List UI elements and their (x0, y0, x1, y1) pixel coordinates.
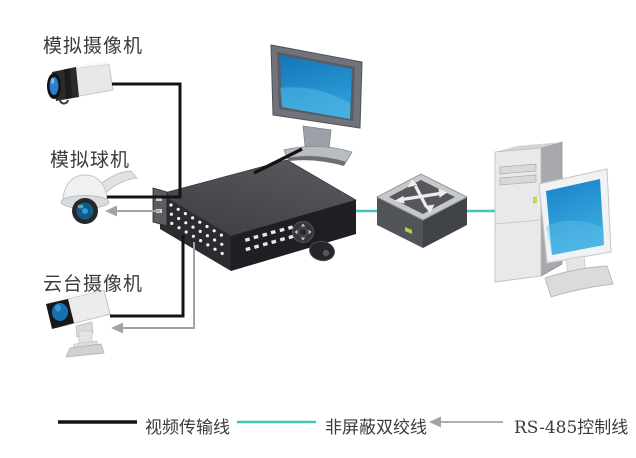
rs485-line-ptz (122, 242, 195, 329)
dome-housing (62, 174, 108, 203)
legend-swatches (58, 416, 503, 428)
legend-label-video: 视频传输线 (145, 418, 230, 438)
ptz-camera-icon (46, 286, 111, 358)
legend-label-utp: 非屏蔽双绞线 (325, 418, 427, 438)
box-camera-icon (47, 61, 114, 105)
label-ptz-camera: 云台摄像机 (43, 273, 144, 295)
ptz-base (65, 343, 105, 358)
video-line-ptz (110, 235, 185, 318)
video-line-box-camera (112, 82, 182, 197)
switch-led (405, 227, 412, 234)
pc-led (533, 196, 537, 204)
pc-monitor-base (544, 265, 614, 298)
video-line-monitor (253, 147, 303, 175)
rs485-lines (105, 205, 195, 334)
dvr-left-face (160, 194, 231, 271)
dome-camera-icon (60, 170, 138, 224)
monitor-icon (270, 44, 363, 166)
dvr-icon (152, 159, 357, 271)
switch-left-face (377, 197, 423, 248)
desktop-pc-icon (494, 141, 614, 298)
switch-right-face (423, 197, 467, 248)
label-analog-camera: 模拟摄像机 (43, 35, 144, 57)
dvr-buttons-right (244, 225, 294, 252)
pc-tower-top (495, 142, 562, 152)
dome-arm (97, 170, 138, 196)
label-analog-dome: 模拟球机 (50, 149, 131, 171)
switch-arrows-icon (401, 185, 441, 208)
dvr-buttons-left (169, 203, 224, 256)
pc-monitor-screen (546, 179, 604, 255)
monitor-screen (280, 55, 352, 119)
network-switch-icon (375, 173, 469, 248)
dvr-connector-strip (152, 187, 168, 227)
dvr-jog-dial (309, 240, 335, 262)
legend-label-rs485: RS-485控制线 (514, 418, 629, 438)
monitor-neck (302, 125, 332, 150)
video-lines (107, 82, 303, 318)
